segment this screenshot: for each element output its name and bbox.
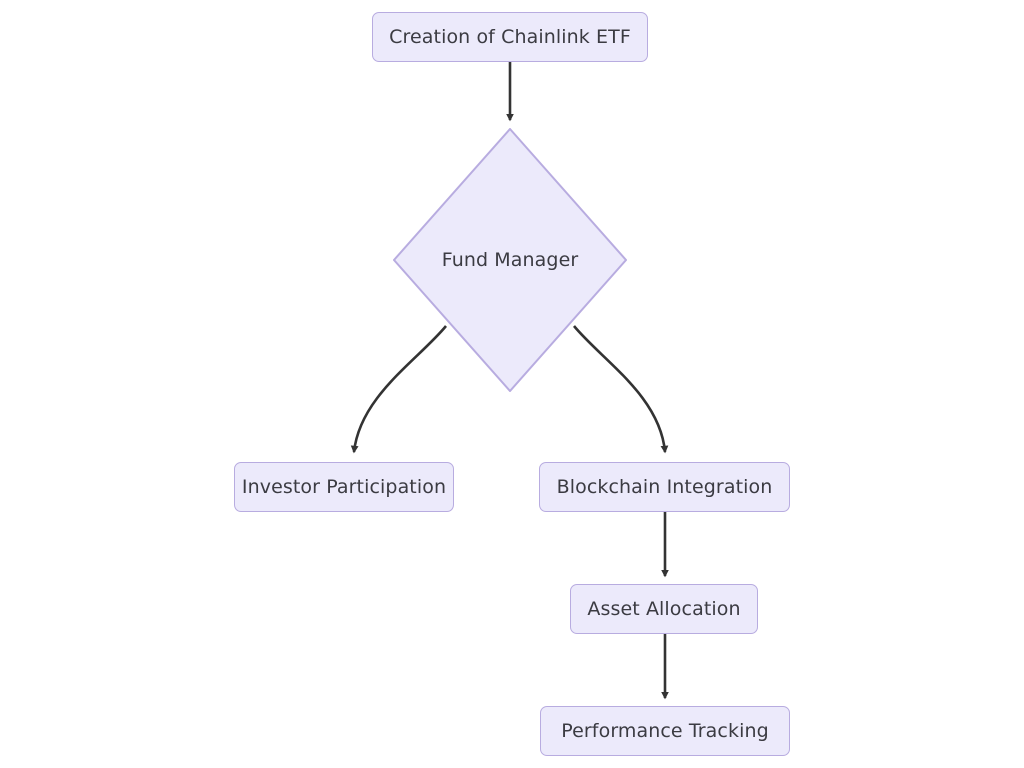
node-fund-manager[interactable]: Fund Manager	[393, 128, 627, 392]
node-asset-allocation[interactable]: Asset Allocation	[570, 584, 758, 634]
node-label: Fund Manager	[441, 248, 579, 271]
node-label: Blockchain Integration	[556, 475, 773, 498]
node-label: Asset Allocation	[587, 597, 741, 620]
node-label: Creation of Chainlink ETF	[389, 25, 631, 48]
node-performance-tracking[interactable]: Performance Tracking	[540, 706, 790, 756]
node-label: Performance Tracking	[561, 719, 769, 742]
node-creation-of-chainlink-etf[interactable]: Creation of Chainlink ETF	[372, 12, 648, 62]
node-blockchain-integration[interactable]: Blockchain Integration	[539, 462, 790, 512]
node-label: Investor Participation	[241, 475, 447, 498]
node-investor-participation[interactable]: Investor Participation	[234, 462, 454, 512]
diamond-shape-icon	[393, 128, 627, 392]
